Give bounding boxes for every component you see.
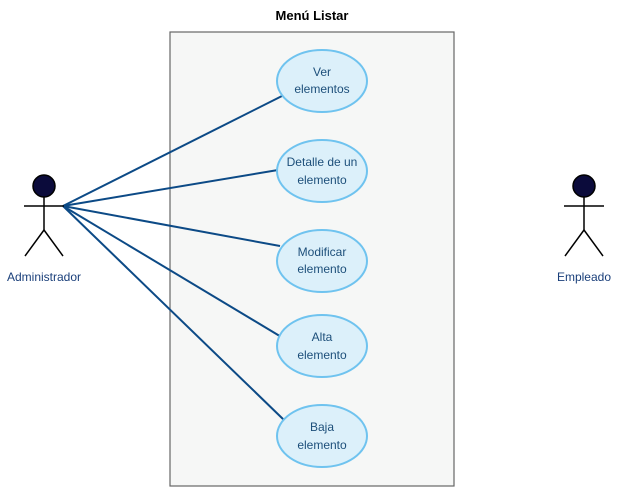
association-detalle: [62, 169, 279, 207]
use-case-ellipse: [276, 139, 368, 203]
use-case-label: elemento: [297, 348, 347, 362]
use-case-ver-elementos[interactable]: Ver elementos: [276, 49, 368, 113]
use-case-label: Ver: [313, 65, 331, 79]
actor-head-icon: [32, 174, 56, 198]
use-case-label: Baja: [310, 420, 334, 434]
actor-administrador[interactable]: Administrador: [7, 174, 81, 284]
association-modificar: [62, 205, 281, 247]
actor-body-icon: [564, 197, 604, 257]
actor-empleado[interactable]: Empleado: [557, 174, 611, 284]
use-case-detalle-elemento[interactable]: Detalle de un elemento: [276, 139, 368, 203]
association-baja: [62, 205, 285, 421]
use-case-label: elemento: [297, 262, 347, 276]
actor-body-icon: [24, 197, 64, 257]
use-case-alta-elemento[interactable]: Alta elemento: [276, 314, 368, 378]
actor-label: Empleado: [557, 270, 611, 284]
use-case-label: elemento: [297, 173, 347, 187]
use-case-label: elemento: [297, 438, 347, 452]
use-case-ellipse: [276, 314, 368, 378]
use-case-label: Detalle de un: [287, 155, 358, 169]
actor-head-icon: [572, 174, 596, 198]
use-case-ellipse: [276, 49, 368, 113]
association-ver-elementos: [62, 95, 283, 207]
use-case-label: elementos: [294, 82, 349, 96]
use-case-baja-elemento[interactable]: Baja elemento: [276, 404, 368, 468]
associations: [62, 95, 285, 421]
use-case-modificar-elemento[interactable]: Modificar elemento: [276, 229, 368, 293]
system-title: Menú Listar: [276, 8, 349, 23]
actor-label: Administrador: [7, 270, 81, 284]
use-case-ellipse: [276, 404, 368, 468]
use-case-label: Alta: [312, 330, 333, 344]
use-case-ellipse: [276, 229, 368, 293]
use-case-label: Modificar: [298, 245, 347, 259]
association-alta: [62, 205, 284, 339]
